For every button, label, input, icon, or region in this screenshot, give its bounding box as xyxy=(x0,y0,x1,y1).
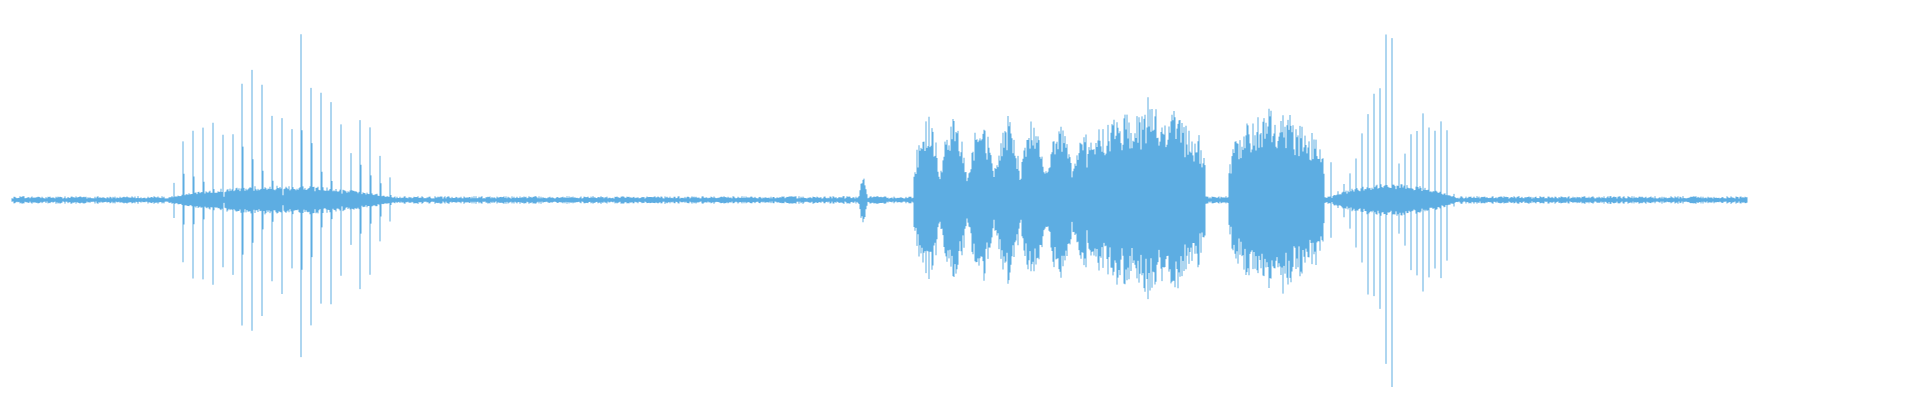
waveform-path xyxy=(11,34,1748,387)
waveform-samples xyxy=(11,34,1748,387)
